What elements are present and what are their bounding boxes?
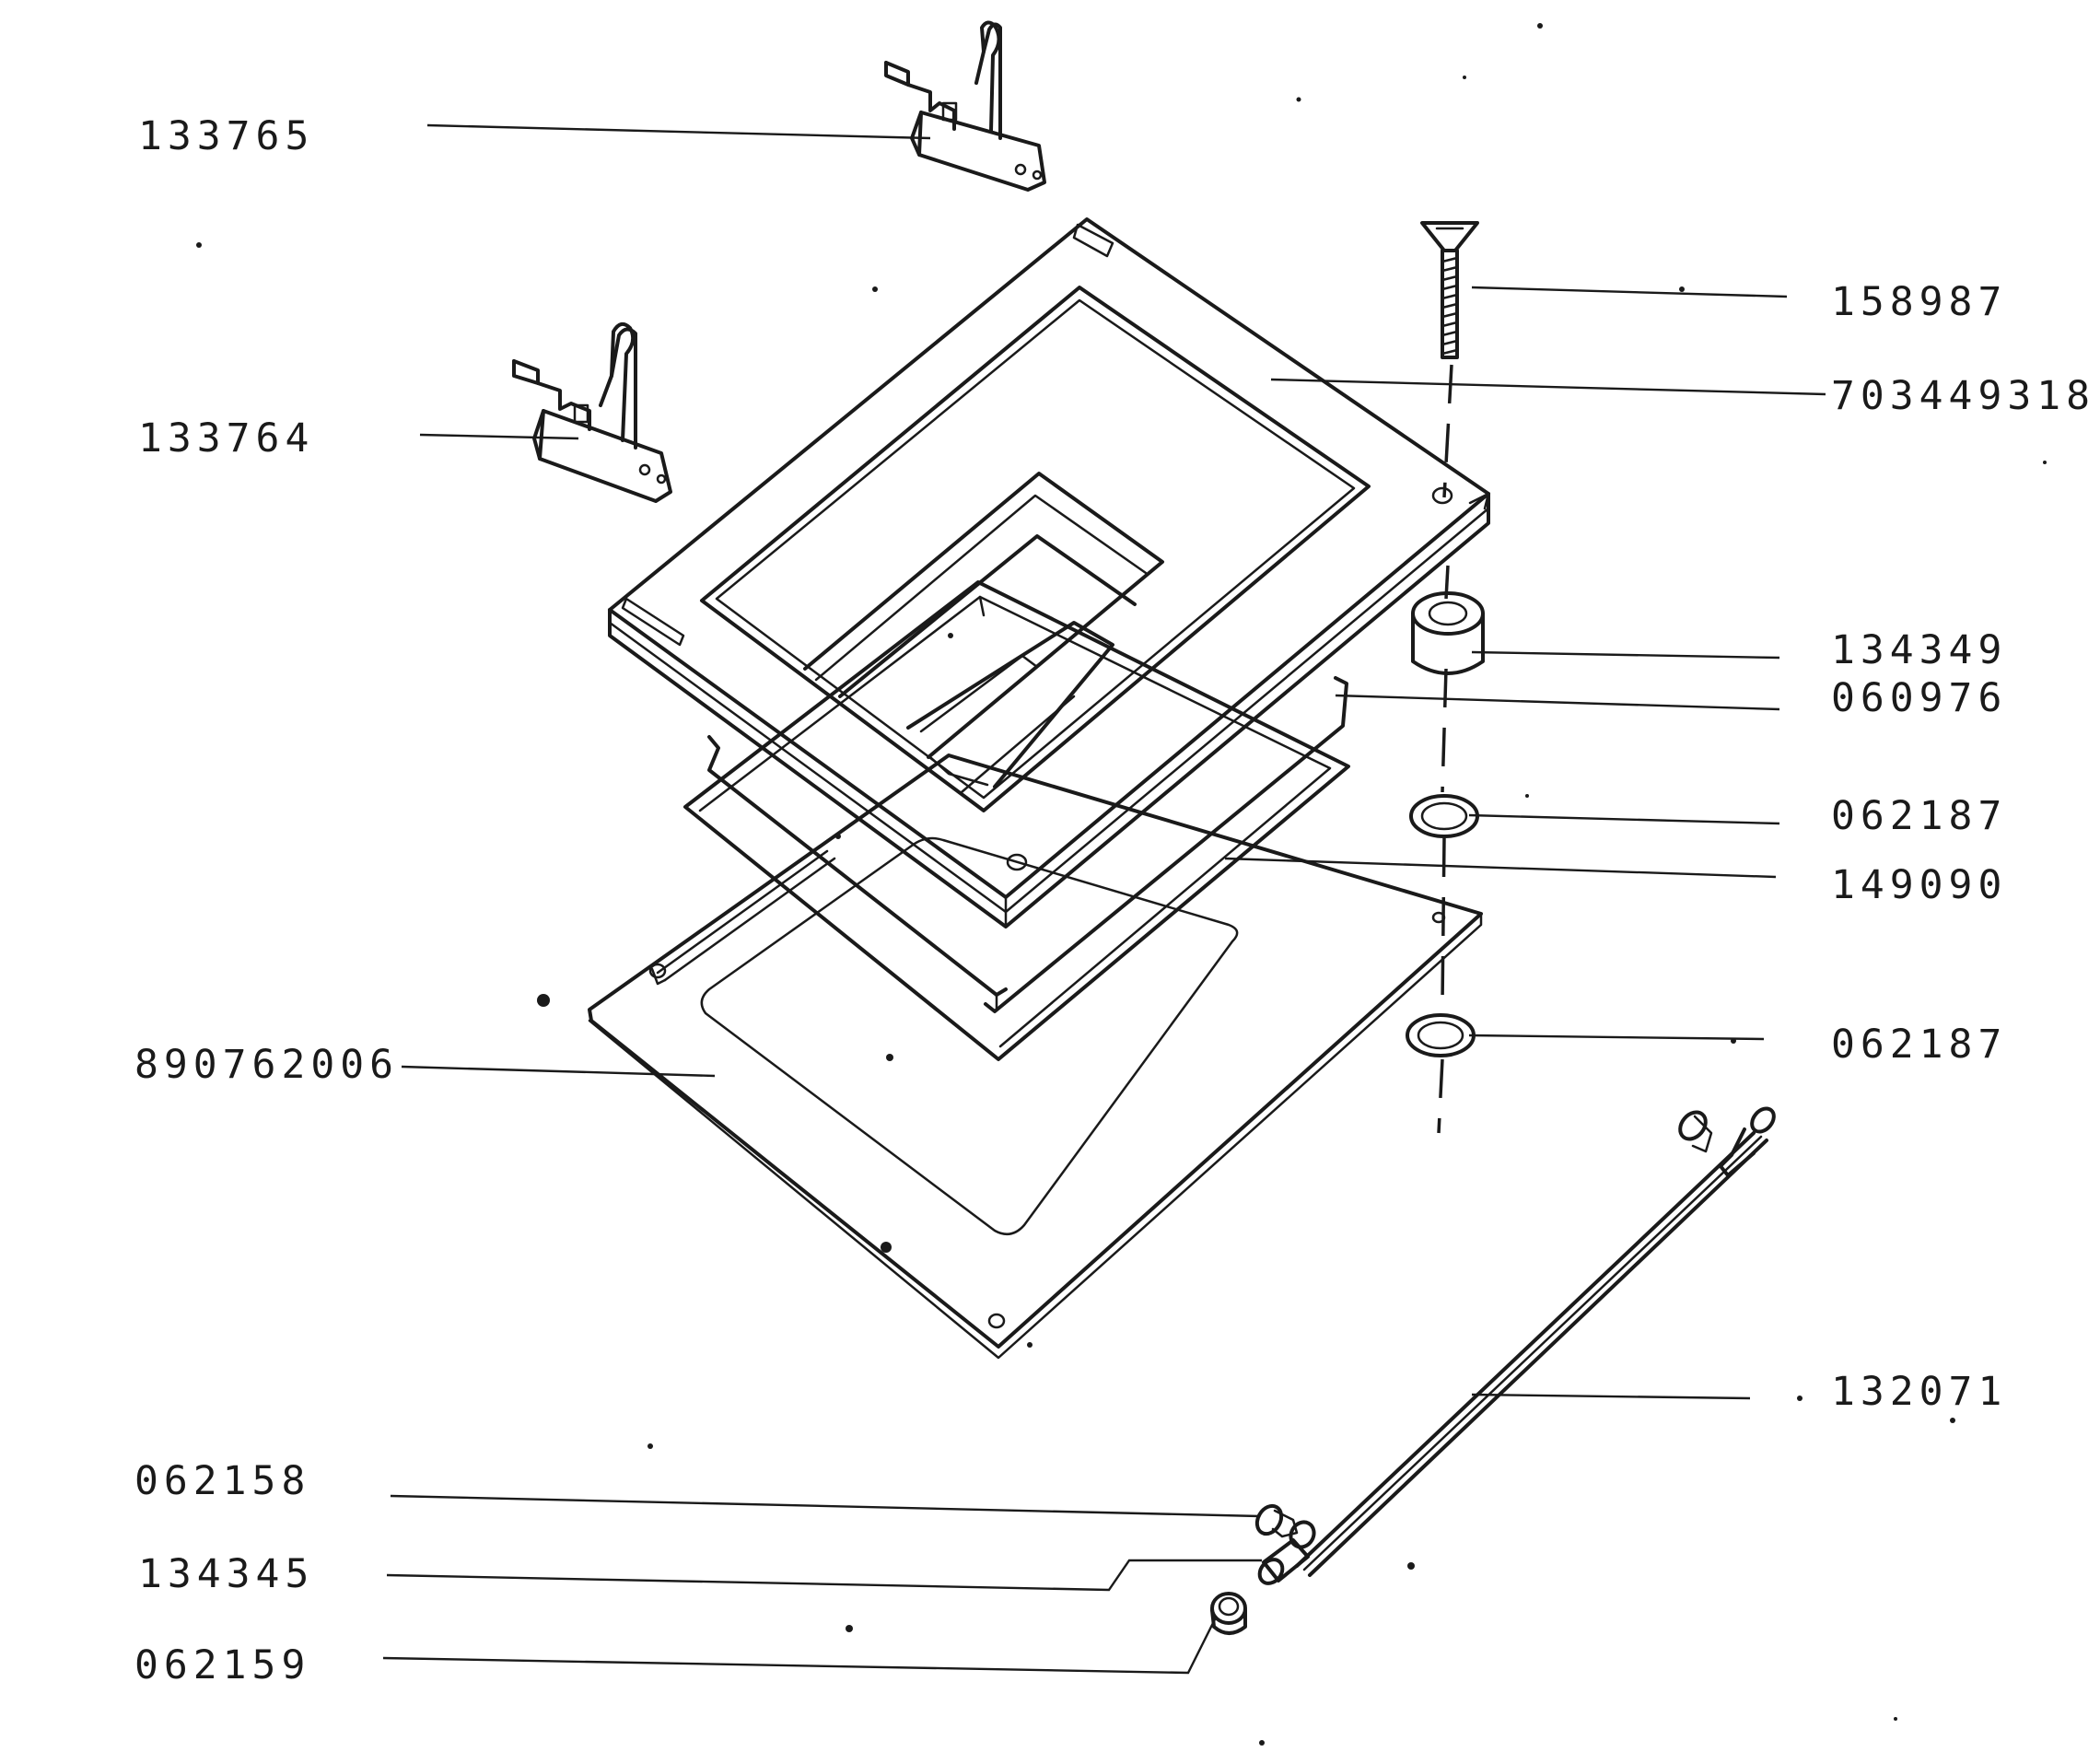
label-132071: 132071: [1831, 1369, 2007, 1415]
glass-seal-149090: [683, 580, 1350, 1061]
leader-133764: [419, 433, 579, 440]
inner-panel-060976: [707, 472, 1348, 1013]
leader-lines: [382, 123, 1826, 1675]
pin-134345: [1257, 1538, 1310, 1585]
label-158987: 158987: [1831, 279, 2007, 325]
scan-specks: [196, 23, 2047, 1746]
label-890762006: 890762006: [134, 1042, 399, 1088]
leader-062187-upper: [1468, 813, 1780, 825]
label-062159: 062159: [134, 1642, 310, 1688]
leader-703449318: [1270, 378, 1826, 396]
washer-062187-upper: [1409, 794, 1479, 838]
label-134345: 134345: [138, 1551, 314, 1597]
spacer-134349: [1411, 591, 1485, 675]
leader-062158: [390, 1494, 1261, 1518]
label-134349: 134349: [1831, 627, 2007, 673]
leader-134349: [1471, 650, 1780, 660]
rod-132071: [1295, 1106, 1776, 1577]
leader-149090: [1224, 857, 1777, 879]
outer-glass-890762006: [588, 753, 1483, 1360]
label-062187-lower: 062187: [1831, 1022, 2007, 1068]
label-703449318: 703449318: [1831, 373, 2095, 419]
leader-133765: [426, 123, 931, 140]
assembly-axis: [1437, 364, 1453, 1134]
label-133765: 133765: [138, 113, 314, 159]
leader-134345: [386, 1559, 1262, 1592]
screw-158987: [1420, 221, 1479, 359]
hinge-133765: [884, 20, 1046, 192]
leader-158987: [1471, 286, 1788, 298]
leader-062159: [382, 1617, 1218, 1675]
label-062187-upper: 062187: [1831, 793, 2007, 839]
label-133764: 133764: [138, 415, 314, 461]
leader-132071: [1471, 1393, 1751, 1400]
label-149090: 149090: [1831, 862, 2007, 908]
leader-060976: [1335, 694, 1780, 711]
leader-062187-lower: [1468, 1034, 1765, 1041]
hinge-133764: [512, 321, 672, 503]
label-062158: 062158: [134, 1458, 310, 1504]
cap-062159: [1210, 1592, 1247, 1635]
door-frame-703449318: [608, 217, 1490, 929]
leader-890762006: [401, 1065, 716, 1078]
washer-062187-lower: [1406, 1013, 1476, 1057]
label-060976: 060976: [1831, 675, 2007, 721]
